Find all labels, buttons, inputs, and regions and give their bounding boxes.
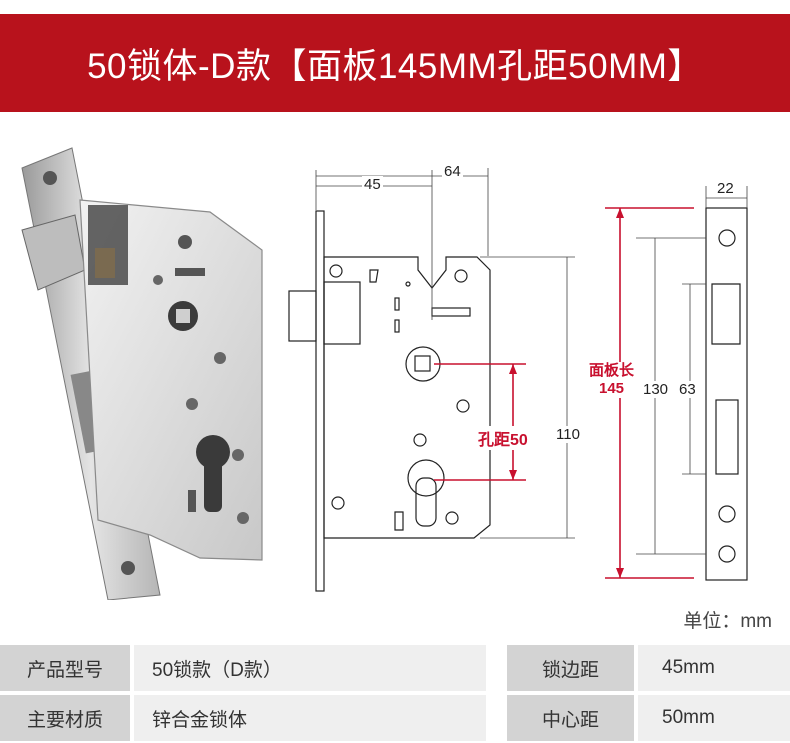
unit-note: 单位：mm (683, 611, 772, 632)
spec-value: 45mm (638, 645, 790, 691)
spec-value: 50锁款（D款） (134, 645, 486, 691)
dim-110-label: 110 (554, 426, 582, 443)
dim-64-label: 64 (442, 163, 463, 180)
spec-label: 主要材质 (0, 695, 130, 741)
spec-row: 产品型号 50锁款（D款） 锁边距 45mm (0, 645, 790, 691)
dim-45-label: 45 (362, 176, 383, 193)
page-title: 50锁体-D款【面板145MM孔距50MM】 (87, 46, 703, 86)
spec-label: 锁边距 (507, 645, 634, 691)
dim-22-label: 22 (717, 180, 734, 197)
dim-63-label: 63 (679, 381, 696, 398)
panel-length-line2: 145 (598, 380, 625, 397)
panel-length-line1: 面板长 (589, 362, 635, 379)
spec-label: 中心距 (507, 695, 634, 741)
dim-130-label: 130 (643, 381, 669, 398)
hole-distance-label: 孔距50 (478, 426, 528, 450)
lock-product-photo (21, 147, 263, 600)
panel-length-label: 面板长 145 (589, 362, 635, 398)
spec-value: 锌合金锁体 (134, 695, 486, 741)
dimension-drawing (288, 168, 748, 592)
spec-value: 50mm (638, 695, 790, 741)
spec-label: 产品型号 (0, 645, 130, 691)
spec-row: 主要材质 锌合金锁体 中心距 50mm (0, 695, 790, 741)
title-banner: 50锁体-D款【面板145MM孔距50MM】 (0, 14, 790, 112)
